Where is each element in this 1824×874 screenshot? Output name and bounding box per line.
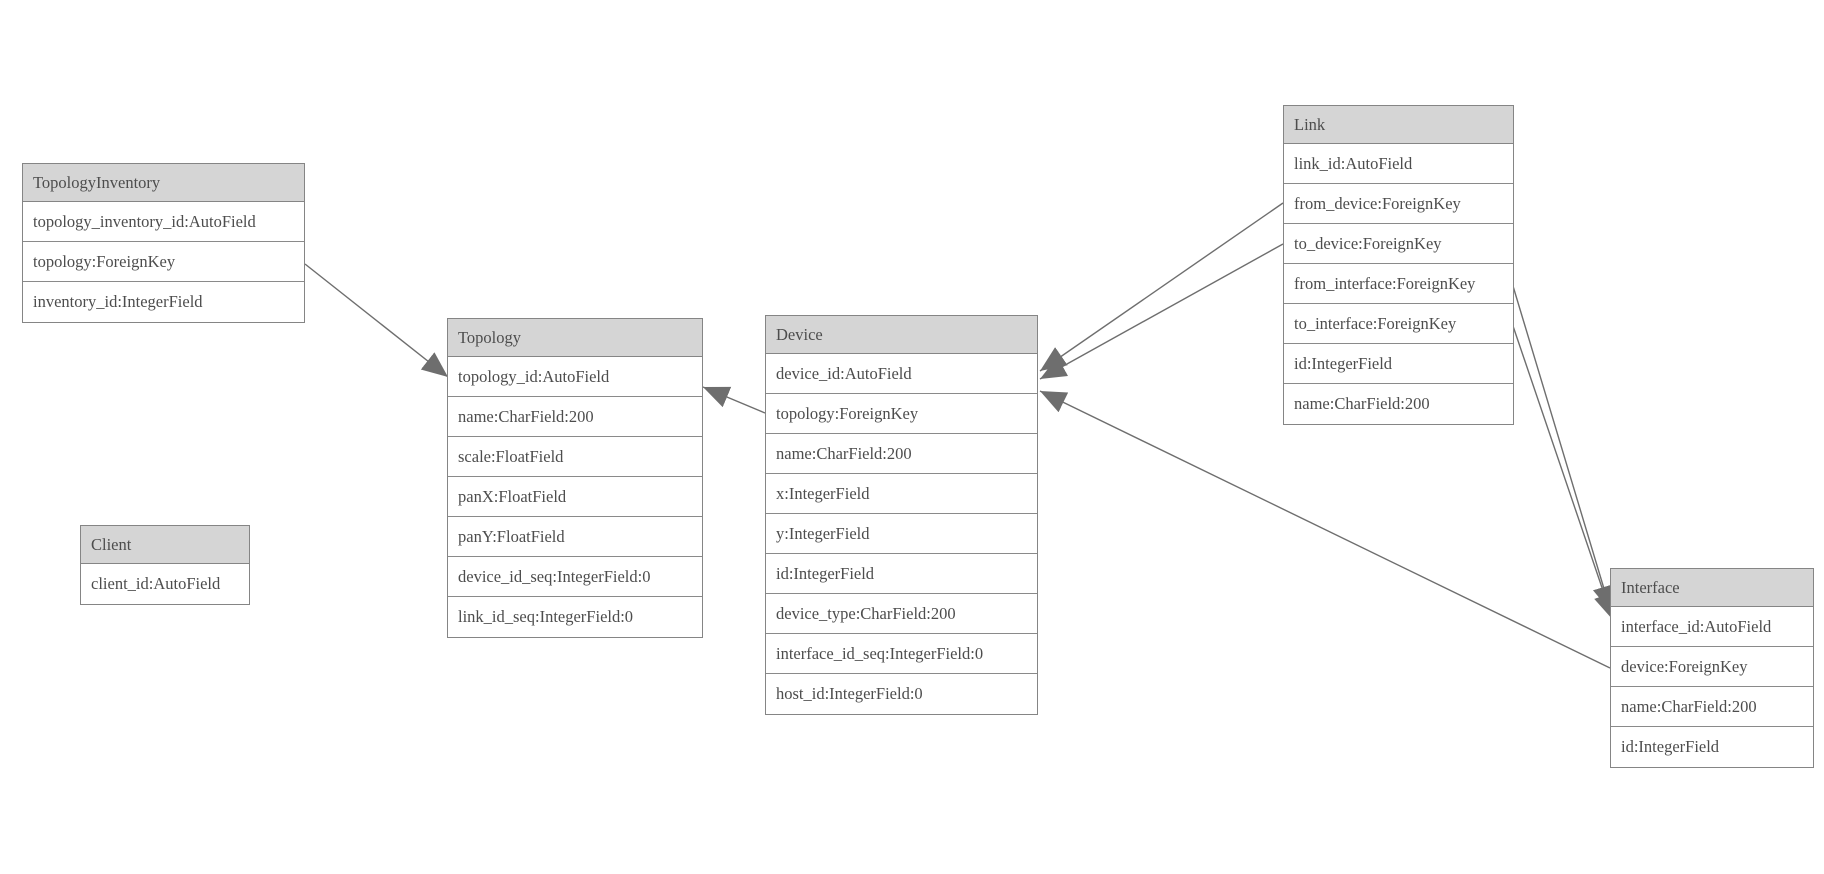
relation-topologyinventory-topology	[304, 263, 449, 378]
entity-link-field-to_interface: to_interface:ForeignKey	[1284, 304, 1513, 344]
entity-topology-field-panY: panY:FloatField	[448, 517, 702, 557]
entity-device-field-device_id: device_id:AutoField	[766, 354, 1037, 394]
entity-topology-field-topology_id: topology_id:AutoField	[448, 357, 702, 397]
entity-device-field-id: id:IntegerField	[766, 554, 1037, 594]
entity-link-title: Link	[1284, 106, 1513, 144]
entity-link-field-from_device: from_device:ForeignKey	[1284, 184, 1513, 224]
entity-device-title: Device	[766, 316, 1037, 354]
relation-interface-device	[1039, 390, 1611, 669]
entity-interface-field-device: device:ForeignKey	[1611, 647, 1813, 687]
entity-link-field-link_id: link_id:AutoField	[1284, 144, 1513, 184]
entity-topology-field-scale: scale:FloatField	[448, 437, 702, 477]
entity-link-field-from_interface: from_interface:ForeignKey	[1284, 264, 1513, 304]
entity-link-field-id: id:IntegerField	[1284, 344, 1513, 384]
entity-device-field-interface_id_seq: interface_id_seq:IntegerField:0	[766, 634, 1037, 674]
entity-topology-field-link_id_seq: link_id_seq:IntegerField:0	[448, 597, 702, 637]
relation-link-to-interface	[1512, 325, 1616, 621]
entity-topology-inventory-field-inventory_id: inventory_id:IntegerField	[23, 282, 304, 322]
entity-device-field-topology: topology:ForeignKey	[766, 394, 1037, 434]
entity-topology-field-panX: panX:FloatField	[448, 477, 702, 517]
entity-link-field-to_device: to_device:ForeignKey	[1284, 224, 1513, 264]
relation-link-from-interface	[1512, 285, 1615, 613]
entity-topology-title: Topology	[448, 319, 702, 357]
entity-client-title: Client	[81, 526, 249, 564]
entity-device-field-device_type: device_type:CharField:200	[766, 594, 1037, 634]
entity-interface-field-interface_id: interface_id:AutoField	[1611, 607, 1813, 647]
entity-interface-field-name: name:CharField:200	[1611, 687, 1813, 727]
entity-device-field-host_id: host_id:IntegerField:0	[766, 674, 1037, 714]
entity-device-field-y: y:IntegerField	[766, 514, 1037, 554]
relation-device-topology	[702, 386, 766, 414]
entity-link-field-name: name:CharField:200	[1284, 384, 1513, 424]
relation-link-from-device	[1039, 202, 1284, 372]
entity-device-field-x: x:IntegerField	[766, 474, 1037, 514]
entity-topology-inventory-field-topology_inventory_id: topology_inventory_id:AutoField	[23, 202, 304, 242]
entity-interface-field-id: id:IntegerField	[1611, 727, 1813, 767]
entity-topology-field-name: name:CharField:200	[448, 397, 702, 437]
relation-link-to-device	[1039, 243, 1284, 380]
entity-client-field-client_id: client_id:AutoField	[81, 564, 249, 604]
entity-interface-title: Interface	[1611, 569, 1813, 607]
entity-topology-inventory-field-topology: topology:ForeignKey	[23, 242, 304, 282]
entity-topology-inventory-title: TopologyInventory	[23, 164, 304, 202]
entity-device-field-name: name:CharField:200	[766, 434, 1037, 474]
entity-topology-field-device_id_seq: device_id_seq:IntegerField:0	[448, 557, 702, 597]
